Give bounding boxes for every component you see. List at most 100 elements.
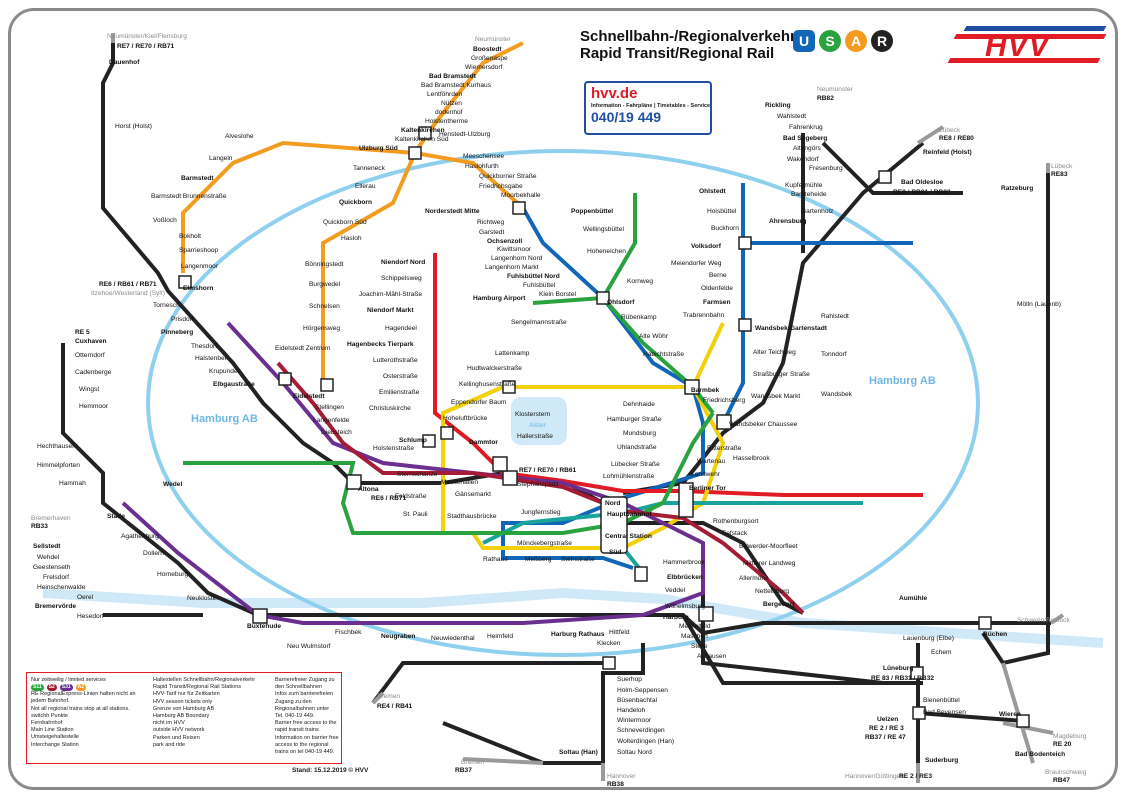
- station-label[interactable]: Schlump: [399, 437, 427, 444]
- station-label[interactable]: Joachim-Mähl-Straße: [359, 291, 423, 298]
- station-label[interactable]: Cadenberge: [75, 369, 112, 376]
- station-label[interactable]: Fahrenkrug: [789, 124, 823, 131]
- station-label[interactable]: Alte Wöhr: [639, 333, 668, 340]
- station-label[interactable]: Bargteheide: [791, 191, 827, 198]
- station-label[interactable]: Alter Teichweg: [753, 349, 796, 356]
- station-label[interactable]: Garstedt: [479, 229, 505, 236]
- station-label[interactable]: Oerel: [77, 594, 94, 601]
- station-label[interactable]: Meßberg: [525, 556, 552, 563]
- info-box[interactable]: hvv.de Information - Fahrpläne | Timetab…: [584, 81, 712, 135]
- station-label[interactable]: Norderstedt Mitte: [425, 208, 480, 215]
- station-label[interactable]: Hasselbrook: [733, 455, 770, 462]
- station-label[interactable]: Hannover/Göttingen: [845, 773, 905, 780]
- station-label[interactable]: RE7 / RE70 / RB71: [117, 43, 175, 50]
- station-label[interactable]: RB33: [31, 523, 48, 530]
- station-label[interactable]: Langenhorn Markt: [485, 264, 539, 271]
- station-label[interactable]: Gänsemarkt: [455, 491, 491, 498]
- station-label[interactable]: Neumünster: [817, 86, 853, 93]
- station-label[interactable]: Fresenburg: [809, 165, 843, 172]
- station-label[interactable]: Poppenbüttel: [571, 208, 614, 215]
- station-label[interactable]: Stelle: [691, 643, 708, 650]
- station-label[interactable]: Ratzeburg: [1001, 185, 1034, 192]
- station-label[interactable]: Ritterstraße: [707, 445, 742, 452]
- station-label[interactable]: Rathaus: [483, 556, 508, 563]
- station-label[interactable]: Bienenbüttel: [923, 697, 960, 704]
- station-label[interactable]: Holm-Seppensen: [617, 687, 668, 694]
- station-label[interactable]: Sparrieshoop: [179, 247, 219, 254]
- station-label[interactable]: Hagendeel: [385, 325, 417, 332]
- station-label[interactable]: Kaltenkirchen: [401, 127, 445, 134]
- station-label[interactable]: Bokholt: [179, 233, 201, 240]
- station-label[interactable]: Wedel: [163, 481, 183, 488]
- station-label[interactable]: Halstenbek: [195, 355, 228, 362]
- station-label[interactable]: Horneburg: [157, 571, 189, 578]
- station-label[interactable]: Lentföhrden: [427, 91, 463, 98]
- station-label[interactable]: Süd: [609, 549, 622, 556]
- station-label[interactable]: Ochsenzoll: [487, 238, 523, 245]
- station-label[interactable]: RE 83 / RB31 / RB32: [871, 675, 935, 682]
- station-label[interactable]: Haslohfurth: [465, 163, 499, 170]
- station-label[interactable]: Büsenbachtal: [617, 697, 657, 704]
- station-label[interactable]: Wellingsbüttel: [583, 226, 624, 233]
- station-label[interactable]: Hoheluftbrücke: [443, 415, 488, 422]
- station-label[interactable]: Sellstedt: [33, 543, 61, 550]
- station-label[interactable]: Rickling: [765, 102, 791, 109]
- station-label[interactable]: Hallerstraße: [517, 433, 553, 440]
- station-label[interactable]: Eidelstedt: [293, 393, 325, 400]
- station-label[interactable]: Hasloh: [341, 235, 362, 242]
- station-label[interactable]: Christuskirche: [369, 405, 411, 412]
- network-map[interactable]: [11, 11, 1118, 790]
- station-label[interactable]: Diebsteich: [321, 429, 352, 436]
- station-label[interactable]: Wandsbeker Chaussee: [729, 421, 798, 428]
- station-label[interactable]: Hauptbahnhof: [607, 511, 652, 518]
- station-label[interactable]: Hamburger Straße: [607, 416, 662, 423]
- station-label[interactable]: Hoisbüttel: [707, 208, 737, 215]
- station-label[interactable]: Alveslohe: [225, 133, 254, 140]
- station-label[interactable]: Aumühle: [899, 595, 928, 602]
- station-label[interactable]: Uelzen: [877, 716, 899, 723]
- station-label[interactable]: Dollern: [143, 550, 164, 557]
- station-label[interactable]: Ohlsdorf: [607, 299, 635, 306]
- station-label[interactable]: Billwerder-Moorfleet: [739, 543, 798, 550]
- station-label[interactable]: Neukloster: [187, 595, 219, 602]
- station-label[interactable]: Wieren: [999, 711, 1021, 718]
- station-label[interactable]: Wiemersdorf: [465, 64, 503, 71]
- station-label[interactable]: Meeschensee: [463, 153, 505, 160]
- station-label[interactable]: Lüneburg: [883, 665, 914, 672]
- station-label[interactable]: Prisdorf: [171, 316, 194, 323]
- station-label[interactable]: RB37 / RE 47: [865, 734, 906, 741]
- station-label[interactable]: Schwerin/Rostock: [1017, 617, 1070, 624]
- station-label[interactable]: Osterstraße: [383, 373, 418, 380]
- station-label[interactable]: Central Station: [605, 533, 652, 540]
- station-label[interactable]: Kaltenkirchen Süd: [395, 136, 449, 143]
- station-label[interactable]: Farmsen: [703, 299, 731, 306]
- station-label[interactable]: RE 2 / RE3: [899, 773, 932, 780]
- station-label[interactable]: Soltau Nord: [617, 749, 652, 756]
- station-label[interactable]: Wakendorf: [787, 156, 819, 163]
- station-label[interactable]: Tanneneck: [353, 165, 385, 172]
- station-label[interactable]: Hesedorf: [77, 613, 104, 620]
- station-label[interactable]: RE6 / RB61 / RB71: [99, 281, 157, 288]
- station-label[interactable]: Meckelfeld: [679, 623, 711, 630]
- station-label[interactable]: Bremen: [461, 759, 485, 766]
- station-label[interactable]: Geestenseth: [33, 564, 71, 571]
- station-label[interactable]: Barmstedt Brunnenstraße: [151, 193, 227, 200]
- station-label[interactable]: Meiendorfer Weg: [671, 260, 722, 267]
- station-label[interactable]: Elmshorn: [183, 285, 214, 292]
- station-label[interactable]: Ahrensburg: [769, 218, 807, 225]
- station-label[interactable]: Langenmoor: [181, 263, 219, 270]
- station-label[interactable]: Dehnhaide: [623, 401, 655, 408]
- station-label[interactable]: Reinfeld (Holst): [923, 149, 972, 156]
- station-label[interactable]: Hudtwalckerstraße: [467, 365, 522, 372]
- station-label[interactable]: Klein Borstel: [539, 291, 577, 298]
- station-label[interactable]: Hammerbrook: [663, 559, 705, 566]
- station-label[interactable]: Friedrichsgabe: [479, 183, 523, 190]
- station-label[interactable]: Rübenkamp: [621, 314, 657, 321]
- station-label[interactable]: Schippelsweg: [381, 275, 422, 282]
- station-label[interactable]: Wandsbek-Gartenstadt: [755, 325, 827, 332]
- station-label[interactable]: RB37: [455, 767, 472, 774]
- station-label[interactable]: Nord: [605, 500, 621, 507]
- station-label[interactable]: Niendorf Nord: [381, 259, 426, 266]
- station-label[interactable]: Friedrichsberg: [703, 397, 746, 404]
- station-label[interactable]: Kupfermühle: [785, 182, 823, 189]
